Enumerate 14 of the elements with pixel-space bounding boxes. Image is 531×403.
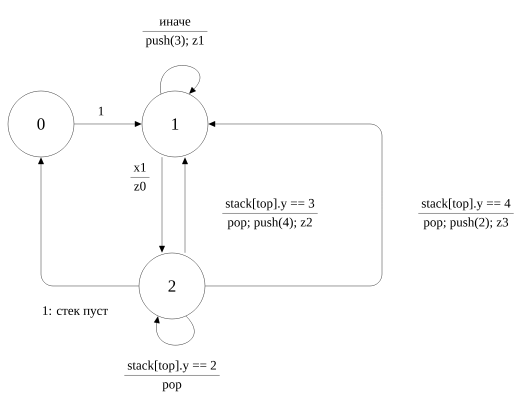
- edge-label: x1 z0: [130, 160, 150, 196]
- arrow: [38, 158, 139, 286]
- arrow: [160, 65, 200, 94]
- arrow: [74, 121, 142, 127]
- edge-label: stack[top].y == 4 pop; push(2); z3: [417, 196, 515, 232]
- arrow: [205, 121, 382, 286]
- edge-label: иначе push(3); z1: [142, 14, 208, 50]
- arrow: [154, 316, 194, 346]
- edge-label: 1: [96, 106, 106, 116]
- edge-label: 1: стек пуст: [40, 305, 110, 319]
- arrow: [159, 157, 165, 252]
- arrow: [182, 158, 188, 253]
- edge-label: stack[top].y == 3 pop; push(4); z2: [221, 196, 319, 232]
- edge-label: stack[top].y == 2 pop: [123, 358, 221, 394]
